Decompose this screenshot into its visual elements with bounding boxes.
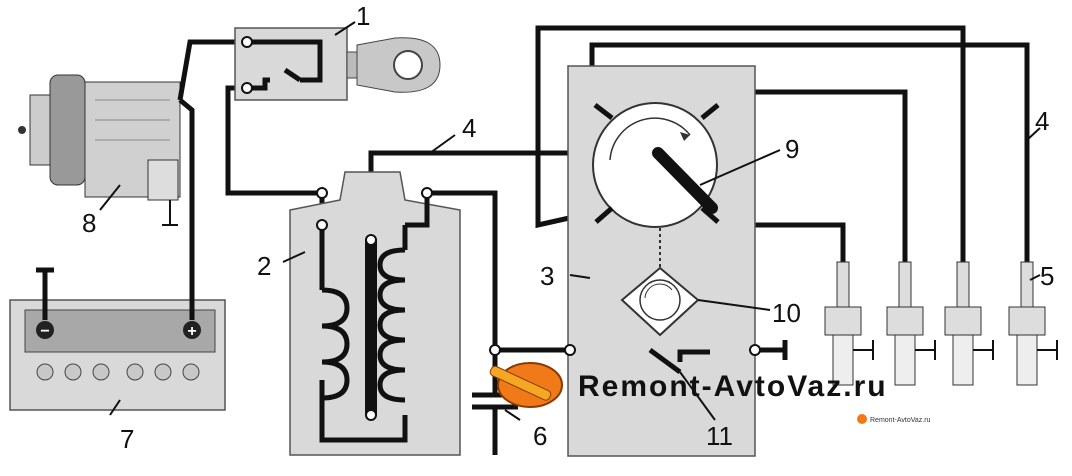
spark-plug xyxy=(1008,261,1058,386)
label-alternator: 8 xyxy=(82,208,96,238)
battery: − + xyxy=(9,267,226,411)
ignition-switch xyxy=(234,27,441,101)
spark-plug xyxy=(824,261,874,386)
label-hv-wire-center: 4 xyxy=(462,113,476,143)
wrench-hand-logo xyxy=(489,362,563,408)
leader-lines xyxy=(99,21,1041,421)
label-ignition-switch: 1 xyxy=(356,1,370,31)
label-hv-wire-right: 4 xyxy=(1035,106,1049,136)
spark-plugs xyxy=(824,261,1058,386)
spark-plug xyxy=(944,261,994,386)
distributor xyxy=(564,65,761,457)
label-cam: 10 xyxy=(772,298,801,328)
label-distributor: 3 xyxy=(540,261,554,291)
alternator xyxy=(18,74,181,226)
label-battery: 7 xyxy=(120,424,134,454)
watermark-text: Remont-AvtoVaz.ru xyxy=(578,370,888,403)
label-ignition-coil: 2 xyxy=(257,251,271,281)
label-spark-plug: 5 xyxy=(1040,261,1054,291)
watermark-small-text: Remont-AvtoVaz.ru xyxy=(870,417,931,424)
spark-plug xyxy=(886,261,936,386)
battery-plus: + xyxy=(187,323,196,340)
watermark: Remont-AvtoVaz.ru Remont-AvtoVaz.ru xyxy=(489,362,931,424)
label-breaker: 11 xyxy=(706,421,733,451)
ignition-coil xyxy=(289,171,461,456)
label-capacitor: 6 xyxy=(533,421,547,451)
label-rotor: 9 xyxy=(785,134,799,164)
battery-minus: − xyxy=(40,323,49,340)
